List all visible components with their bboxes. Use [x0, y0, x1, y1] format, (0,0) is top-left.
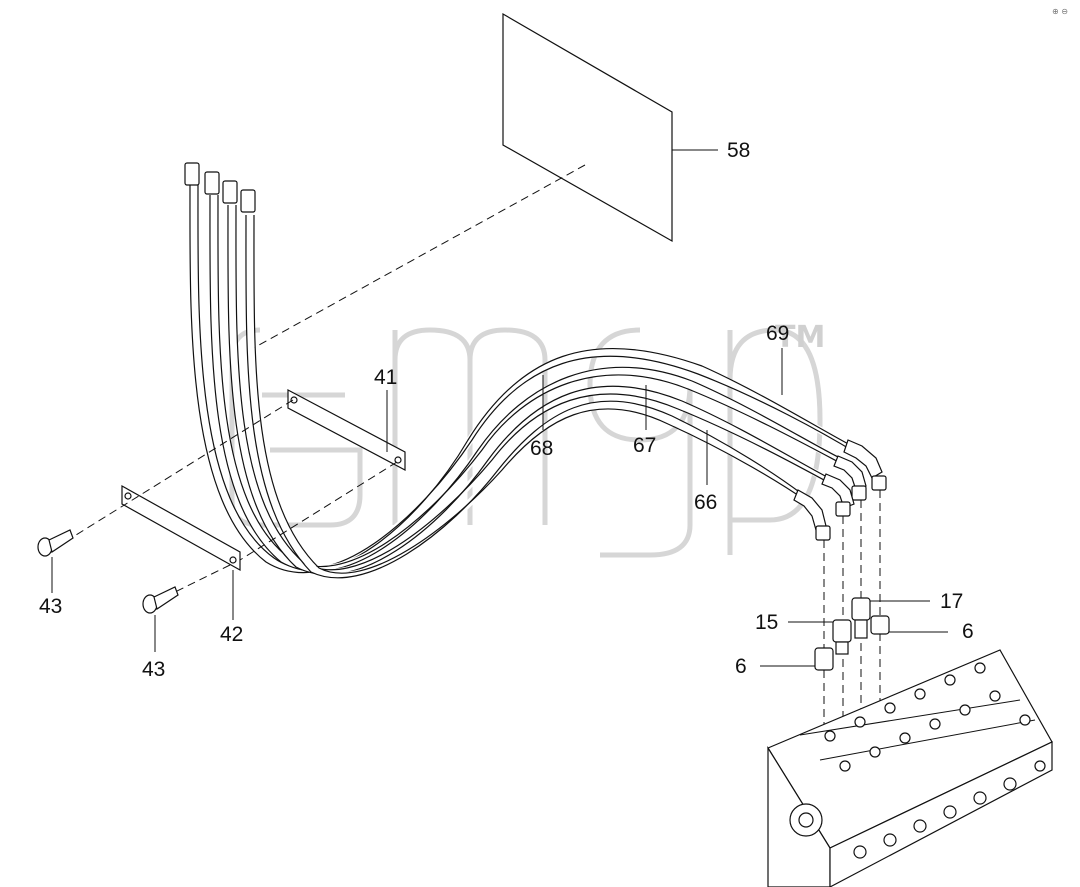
callout-69: 69: [766, 322, 789, 345]
dash-line-41b: [239, 461, 398, 561]
dash-line-58: [249, 164, 586, 351]
adapter-17: [851, 597, 871, 639]
bracket-42: [121, 484, 241, 572]
hose-bundle: [189, 184, 859, 579]
callout-6-right: 6: [962, 620, 974, 643]
bolt-43-lower: [142, 586, 179, 614]
watermark-trademark: TM: [775, 320, 825, 355]
callout-67: 67: [633, 434, 656, 457]
callout-58: 58: [727, 139, 750, 162]
adapter-6-right: [870, 615, 890, 635]
adapter-15: [832, 619, 852, 655]
corner-mark: ⊕ ⊖: [1052, 7, 1068, 16]
callout-42: 42: [220, 623, 243, 646]
dash-line-42: [174, 564, 231, 593]
dash-line-41: [67, 399, 294, 541]
bracket-41: [287, 389, 406, 471]
callout-15: 15: [755, 611, 778, 634]
callout-66: 66: [694, 491, 717, 514]
hose-end-fittings-top: [184, 162, 256, 213]
adapter-6-left: [814, 647, 834, 671]
control-valve: [767, 649, 1053, 887]
plate-58: [502, 12, 673, 243]
bolt-43-upper: [37, 529, 74, 557]
callout-43-lower: 43: [142, 658, 165, 681]
callout-41: 41: [374, 366, 397, 389]
callout-6-left: 6: [735, 655, 747, 678]
callout-68: 68: [530, 437, 553, 460]
callout-17: 17: [940, 590, 963, 613]
callout-43-upper: 43: [39, 595, 62, 618]
hose-end-fittings-right: [793, 439, 887, 541]
